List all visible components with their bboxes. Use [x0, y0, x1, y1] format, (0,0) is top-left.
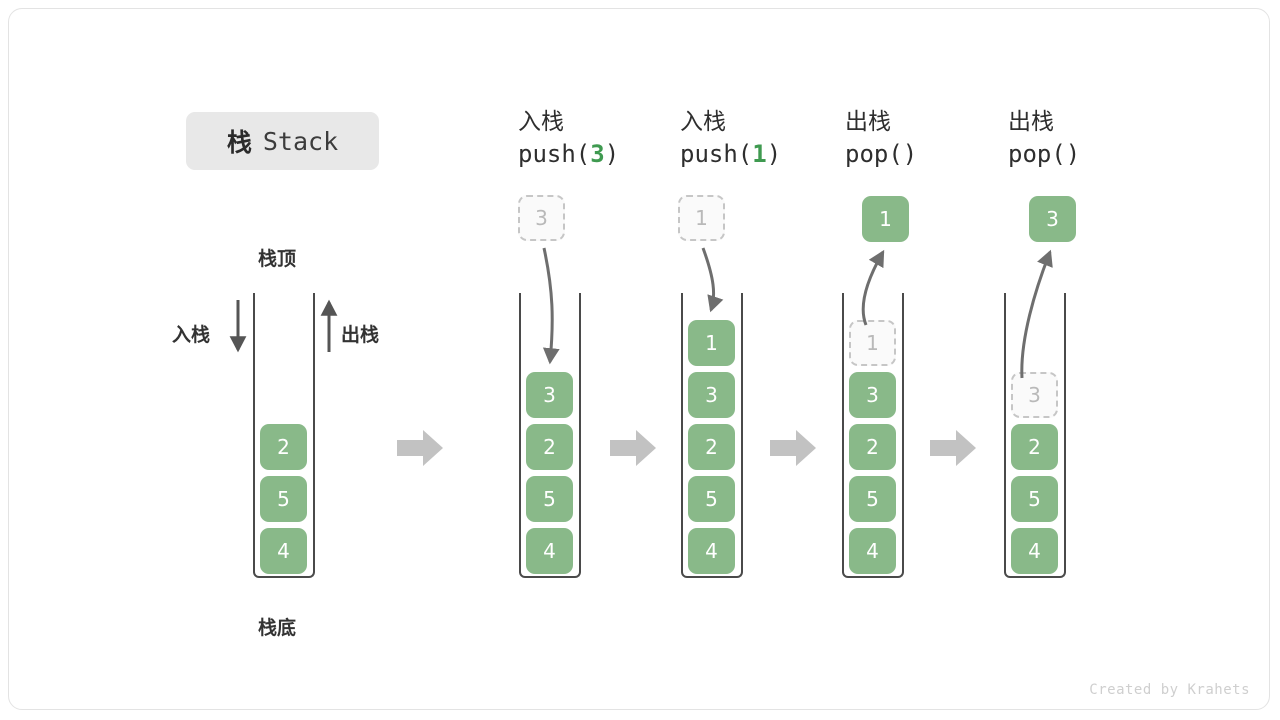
stack-cell: 5: [526, 476, 573, 522]
floating-cell-push-3: 3: [518, 195, 565, 241]
stack-cell: 2: [260, 424, 307, 470]
floating-cell-push-1: 1: [678, 195, 725, 241]
column-head-code: push(1): [680, 137, 870, 171]
column-head-code: pop(): [845, 140, 918, 168]
stack-cell: 4: [1011, 528, 1058, 574]
column-header-push-1: 入栈 push(1): [680, 107, 870, 171]
column-head-code: push(3): [518, 137, 708, 171]
stack-container-pop-1: [842, 293, 904, 578]
title-en: Stack: [262, 126, 339, 156]
stack-cell: 1: [688, 320, 735, 366]
stack-cell: 4: [688, 528, 735, 574]
ghost-cell-pop-1: 1: [849, 320, 896, 366]
ghost-cell-pop-2: 3: [1011, 372, 1058, 418]
step-arrow-icon: [610, 430, 656, 466]
stack-cell: 3: [688, 372, 735, 418]
column-header-push-3: 入栈 push(3): [518, 107, 708, 171]
stack-cell: 5: [849, 476, 896, 522]
stack-cell: 5: [260, 476, 307, 522]
stack-cell: 2: [849, 424, 896, 470]
stack-cell: 3: [849, 372, 896, 418]
stack-cell: 2: [526, 424, 573, 470]
stack-container-push-3: [519, 293, 581, 578]
title-badge: 栈 Stack: [186, 112, 379, 170]
column-head-cn: 出栈: [1008, 109, 1054, 135]
step-arrow-icon: [770, 430, 816, 466]
stack-container-push-1: [681, 293, 743, 578]
code-prefix: push(: [518, 140, 591, 168]
label-push-side: 入栈: [172, 324, 211, 346]
step-arrow-icon: [930, 430, 976, 466]
label-stack-bottom: 栈底: [258, 617, 297, 639]
column-header-pop-1: 出栈 pop(): [845, 107, 1035, 171]
column-header-pop-2: 出栈 pop(): [1008, 107, 1198, 171]
code-prefix: push(: [680, 140, 753, 168]
column-head-code: pop(): [1008, 140, 1081, 168]
stack-cell: 3: [526, 372, 573, 418]
stack-cell: 4: [526, 528, 573, 574]
floating-cell-pop-2: 3: [1029, 196, 1076, 242]
stack-container-pop-2: [1004, 293, 1066, 578]
stack-container-initial: [253, 293, 315, 578]
code-arg: 3: [590, 140, 605, 168]
stack-cell: 4: [260, 528, 307, 574]
stack-cell: 5: [1011, 476, 1058, 522]
floating-cell-pop-1: 1: [862, 196, 909, 242]
stack-cell: 2: [1011, 424, 1058, 470]
label-stack-top: 栈顶: [258, 248, 297, 270]
column-head-cn: 入栈: [518, 109, 564, 135]
stack-cell: 4: [849, 528, 896, 574]
column-head-cn: 出栈: [845, 109, 891, 135]
code-arg: 1: [752, 140, 767, 168]
stack-cell: 5: [688, 476, 735, 522]
stack-cell: 2: [688, 424, 735, 470]
step-arrow-icon: [397, 430, 443, 466]
title-cn: 栈: [226, 128, 253, 157]
column-head-cn: 入栈: [680, 109, 726, 135]
credit-text: Created by Krahets: [1089, 682, 1250, 698]
code-suffix: ): [604, 140, 620, 168]
label-pop-side: 出栈: [341, 324, 380, 346]
code-suffix: ): [766, 140, 782, 168]
